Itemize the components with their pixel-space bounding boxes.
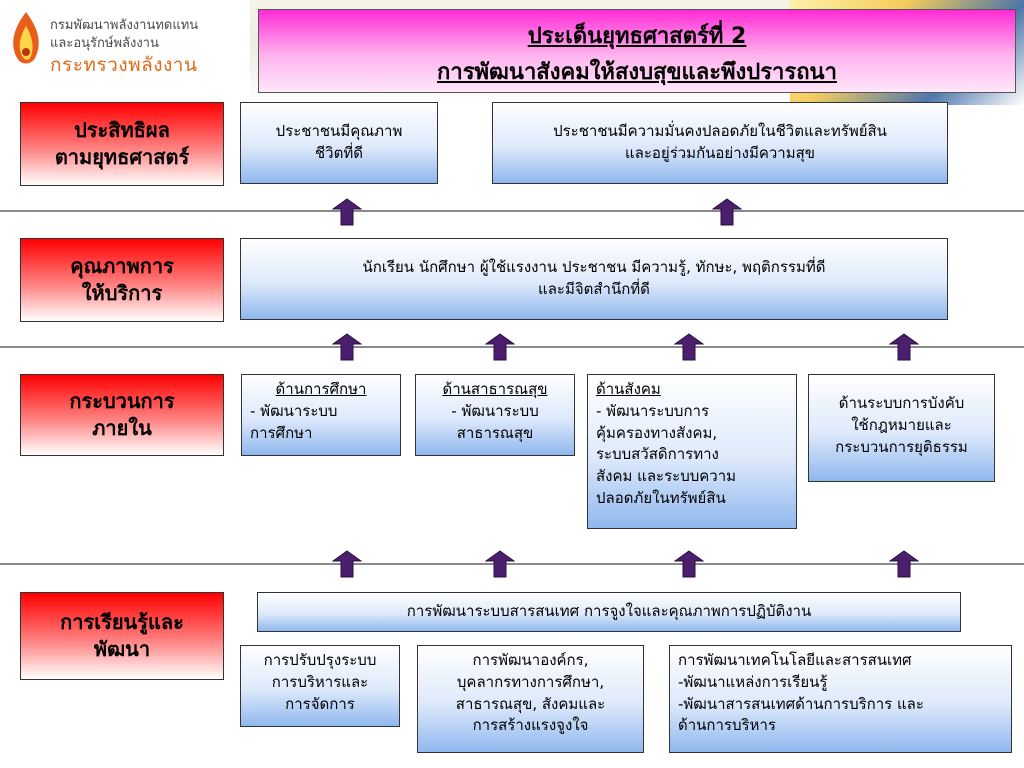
up-arrow-icon xyxy=(332,550,362,578)
ministry-logo: กรมพัฒนาพลังงานทดแทน และอนุรักษ์พลังงาน … xyxy=(6,8,246,78)
process-box-education: ด้านการศึกษา - พัฒนาระบบ การศึกษา xyxy=(241,374,401,456)
up-arrow-icon xyxy=(332,198,362,226)
service-box: นักเรียน นักศึกษา ผู้ใช้แรงงาน ประชาชน ม… xyxy=(240,238,948,320)
outcome-box-security: ประชาชนมีความมั่นคงปลอดภัยในชีวิตและทรัพ… xyxy=(492,102,948,184)
process-heading-education: ด้านการศึกษา xyxy=(275,380,367,398)
row-label-outcome: ประสิทธิผล ตามยุทธศาสตร์ xyxy=(20,102,224,186)
process-box-health: ด้านสาธารณสุข - พัฒนาระบบ สาธารณสุข xyxy=(415,374,575,456)
process-heading-social: ด้านสังคม xyxy=(596,380,661,398)
up-arrow-icon xyxy=(485,333,515,361)
row-divider xyxy=(0,210,1024,212)
learning-top-box: การพัฒนาระบบสารสนเทศ การจูงใจและคุณภาพกา… xyxy=(257,592,961,632)
learning-box-management: การปรับปรุงระบบ การบริหารและ การจัดการ xyxy=(240,645,400,727)
up-arrow-icon xyxy=(712,198,742,226)
up-arrow-icon xyxy=(485,550,515,578)
strategy-title-line2: การพัฒนาสังคมให้สงบสุขและพึงปรารถนา xyxy=(437,60,837,85)
process-box-social: ด้านสังคม - พัฒนาระบบการ คุ้มครองทางสังค… xyxy=(587,374,797,529)
up-arrow-icon xyxy=(674,550,704,578)
process-body-social: - พัฒนาระบบการ คุ้มครองทางสังคม, ระบบสวั… xyxy=(596,401,737,507)
row-divider xyxy=(0,563,1024,565)
row-label-learning: การเรียนรู้และ พัฒนา xyxy=(20,592,224,680)
flame-emblem-icon xyxy=(13,12,39,64)
strategy-title: ประเด็นยุทธศาสตร์ที่ 2 การพัฒนาสังคมให้ส… xyxy=(258,9,1016,93)
up-arrow-icon xyxy=(332,333,362,361)
row-label-process: กระบวนการ ภายใน xyxy=(20,374,224,456)
process-body-education: - พัฒนาระบบ การศึกษา xyxy=(250,401,338,442)
strategy-title-line1: ประเด็นยุทธศาสตร์ที่ 2 xyxy=(527,24,747,49)
row-divider xyxy=(0,346,1024,348)
learning-box-technology: การพัฒนาเทคโนโลยีและสารสนเทศ -พัฒนาแหล่ง… xyxy=(669,645,1012,753)
up-arrow-icon xyxy=(889,333,919,361)
process-body-health: - พัฒนาระบบ สาธารณสุข xyxy=(451,401,539,442)
row-label-service: คุณภาพการ ให้บริการ xyxy=(20,238,224,322)
process-heading-health: ด้านสาธารณสุข xyxy=(442,380,548,398)
process-box-justice: ด้านระบบการบังคับ ใช้กฎหมายและ กระบวนการ… xyxy=(808,374,995,482)
ministry-dept-line1: กรมพัฒนาพลังงานทดแทน xyxy=(50,18,199,33)
learning-box-organization: การพัฒนาองค์กร, บุคลากรทางการศึกษา, สาธา… xyxy=(417,645,644,753)
process-body-justice: ด้านระบบการบังคับ ใช้กฎหมายและ กระบวนการ… xyxy=(835,394,968,456)
outcome-box-quality-life: ประชาชนมีคุณภาพ ชีวิตที่ดี xyxy=(240,102,438,184)
ministry-dept-line2: และอนุรักษ์พลังงาน xyxy=(50,36,159,51)
ministry-name: กระทรวงพลังงาน xyxy=(50,54,198,76)
up-arrow-icon xyxy=(889,550,919,578)
up-arrow-icon xyxy=(674,333,704,361)
